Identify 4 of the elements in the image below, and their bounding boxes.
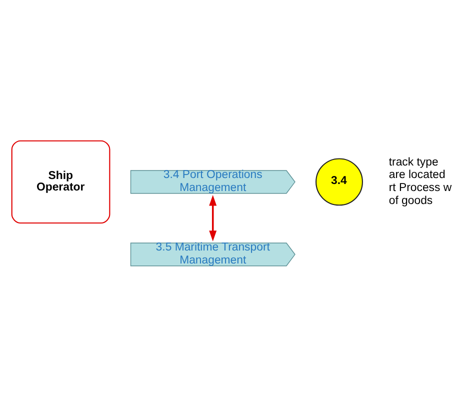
node-circle: 3.4: [315, 158, 362, 206]
arrow: [208, 194, 216, 241]
node-box: Ship Operator: [10, 140, 110, 224]
label: track type are located rt Process w of goods: [388, 156, 452, 206]
